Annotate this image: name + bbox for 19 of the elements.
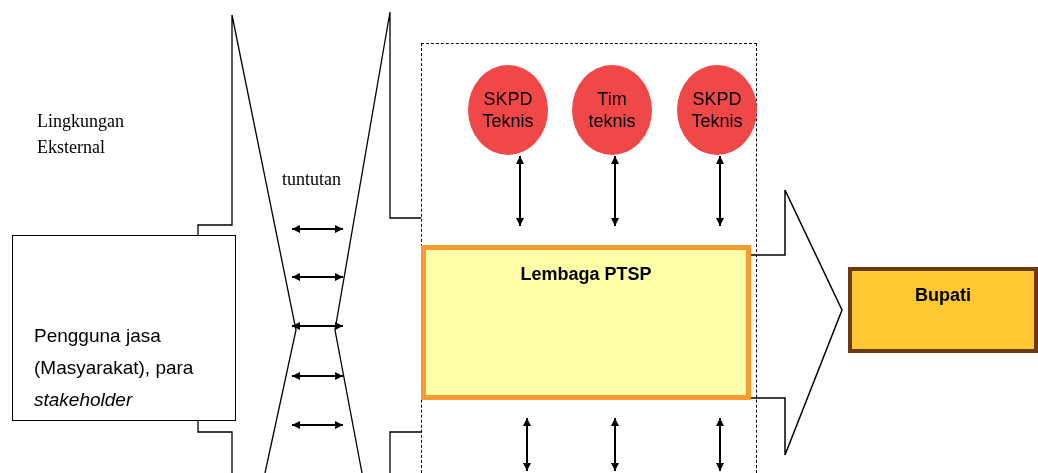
user-box <box>12 235 236 421</box>
user-description: Pengguna jasa (Masyarakat), para stakeholder <box>34 324 195 412</box>
dashed-boundary <box>421 43 757 473</box>
environment-label: Lingkungan Eksternal <box>37 110 125 159</box>
unit-name: SKPD Teknis <box>481 88 535 132</box>
double-arrow <box>611 155 619 227</box>
double-arrow <box>523 417 531 472</box>
unit-name: SKPD Teknis <box>690 88 744 132</box>
double-arrow <box>716 417 724 472</box>
regent-box <box>848 267 1038 353</box>
institution-box <box>421 245 751 400</box>
demand-label: tuntutan <box>282 168 342 191</box>
institution-title: Lembaga PTSP <box>519 264 653 285</box>
block-arrow <box>750 189 843 456</box>
double-arrow <box>611 417 619 472</box>
double-arrow <box>516 155 524 227</box>
regent-title: Bupati <box>914 285 972 306</box>
unit-name: Tim teknis <box>587 88 637 132</box>
double-arrow <box>716 155 724 227</box>
